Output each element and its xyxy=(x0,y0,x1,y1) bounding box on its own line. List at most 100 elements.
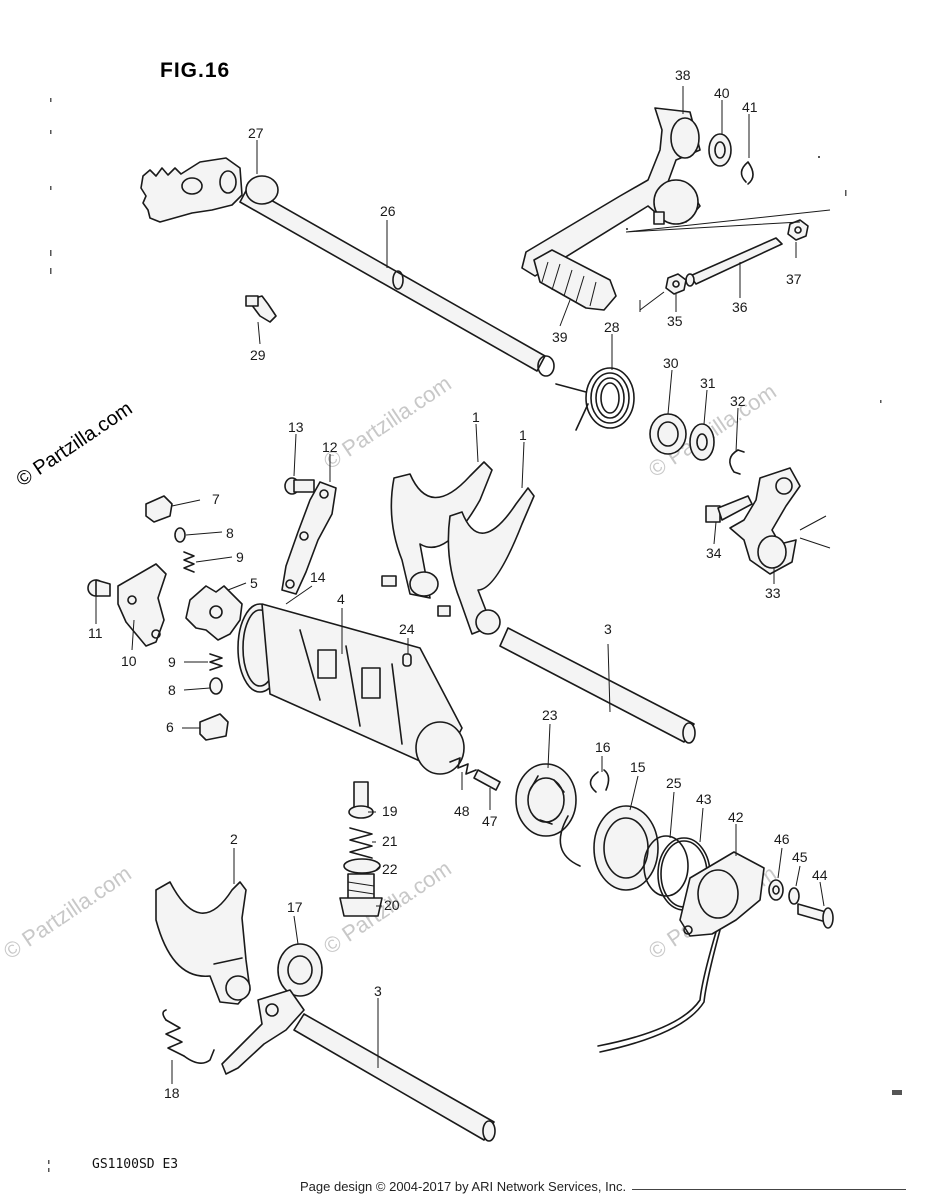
callout-34: 34 xyxy=(706,545,722,561)
callout-16: 16 xyxy=(595,739,611,755)
part-8-pin-upper xyxy=(174,527,186,543)
callout-2: 2 xyxy=(230,831,238,847)
part-33-gear-shift-arm xyxy=(729,467,801,575)
part-6-pin-block xyxy=(199,713,229,741)
part-29-bolt xyxy=(245,295,277,323)
callout-25: 25 xyxy=(666,775,682,791)
callout-32: 32 xyxy=(730,393,746,409)
leader-lines xyxy=(95,86,825,1084)
part-30-oil-seal xyxy=(649,413,687,455)
figure-label: FIG.16 xyxy=(160,59,230,82)
callout-1-b: 1 xyxy=(519,427,527,443)
callout-44: 44 xyxy=(812,867,828,883)
part-5-cam-driven-gear xyxy=(185,585,243,641)
part-19-bolt xyxy=(348,781,374,819)
callout-48: 48 xyxy=(454,803,470,819)
part-27-shift-sector xyxy=(140,157,243,223)
part-10-cam-guide xyxy=(117,563,167,647)
callout-26: 26 xyxy=(380,203,396,219)
footer-rule xyxy=(632,1189,906,1190)
callout-10: 10 xyxy=(121,653,137,669)
callout-3-lower: 3 xyxy=(374,983,382,999)
part-36-tie-rod xyxy=(685,237,783,287)
part-46-washer xyxy=(768,879,784,901)
watermark-faint-1: © Partzilla.com xyxy=(319,371,456,475)
callout-45: 45 xyxy=(792,849,808,865)
part-18-spring xyxy=(162,1009,215,1064)
part-3-fork-shaft-upper xyxy=(499,627,696,744)
watermark-main: © Partzilla.com xyxy=(12,398,136,492)
callout-46: 46 xyxy=(774,831,790,847)
part-40-washer xyxy=(708,133,732,167)
footer-copyright: Page design © 2004-2017 by ARI Network S… xyxy=(300,1179,627,1194)
watermark-faint-3: © Partzilla.com xyxy=(0,861,136,965)
part-31-washer xyxy=(689,423,715,461)
part-circlip-large xyxy=(559,815,581,867)
callout-23: 23 xyxy=(542,707,558,723)
part-20-bolt xyxy=(339,873,383,917)
callout-14: 14 xyxy=(310,569,326,585)
callout-6: 6 xyxy=(166,719,174,735)
callout-13: 13 xyxy=(288,419,304,435)
callout-33: 33 xyxy=(765,585,781,601)
page-footer: Page design © 2004-2017 by ARI Network S… xyxy=(0,1175,927,1200)
part-41-circlip xyxy=(740,161,754,185)
part-47-pin xyxy=(473,769,501,791)
part-23-shift-cam-stopper-plate xyxy=(515,763,577,837)
model-code: GS1100SD E3 xyxy=(92,1157,178,1172)
callout-12: 12 xyxy=(322,439,338,455)
callout-9-upper: 9 xyxy=(236,549,244,565)
part-17-gear-shift-cam-stopper xyxy=(221,943,323,1075)
callout-5: 5 xyxy=(250,575,258,591)
callout-27: 27 xyxy=(248,125,264,141)
callout-42: 42 xyxy=(728,809,744,825)
callout-7: 7 xyxy=(212,491,220,507)
callout-41: 41 xyxy=(742,99,758,115)
part-44-screw xyxy=(797,903,834,929)
part-26-gearshift-shaft xyxy=(239,175,555,377)
callout-29: 29 xyxy=(250,347,266,363)
callout-22: 22 xyxy=(382,861,398,877)
part-37-nut xyxy=(787,219,809,241)
callout-43: 43 xyxy=(696,791,712,807)
part-42-gear-position-switch xyxy=(597,851,765,1053)
callout-28: 28 xyxy=(604,319,620,335)
part-39-footrest-rubber xyxy=(533,249,617,311)
callout-36: 36 xyxy=(732,299,748,315)
callout-1-a: 1 xyxy=(472,409,480,425)
part-32-circlip xyxy=(729,449,745,475)
callout-40: 40 xyxy=(714,85,730,101)
callout-3-upper: 3 xyxy=(604,621,612,637)
callout-21: 21 xyxy=(382,833,398,849)
part-22-washer xyxy=(343,858,381,874)
part-4-gearshift-cam xyxy=(261,603,465,775)
callout-37: 37 xyxy=(786,271,802,287)
callout-4: 4 xyxy=(337,591,345,607)
callout-9-lower: 9 xyxy=(168,654,176,670)
part-11-screw xyxy=(87,579,111,597)
part-3-fork-shaft-lower xyxy=(293,1013,496,1142)
part-24-pin xyxy=(402,653,412,667)
part-1-gearshift-fork-b xyxy=(437,487,535,635)
callout-24: 24 xyxy=(399,621,415,637)
margin-specks xyxy=(48,98,902,1172)
callout-38: 38 xyxy=(675,67,691,83)
callout-15: 15 xyxy=(630,759,646,775)
callout-8-lower: 8 xyxy=(168,682,176,698)
part-38-gearshift-lever xyxy=(521,107,701,277)
part-13-screw xyxy=(284,477,315,495)
part-12-cam-driven-stopper xyxy=(281,481,337,595)
part-9-spring-lower xyxy=(209,653,223,671)
callout-35: 35 xyxy=(667,313,683,329)
callout-17: 17 xyxy=(287,899,303,915)
callout-labels: 38 40 41 27 26 37 36 35 39 28 29 30 31 3… xyxy=(88,67,828,1101)
part-48-spring xyxy=(449,757,477,775)
callout-20: 20 xyxy=(384,897,400,913)
part-35-nut xyxy=(665,273,687,295)
part-7-pin-block xyxy=(145,495,173,523)
part-45-lock-washer xyxy=(788,887,800,905)
callout-30: 30 xyxy=(663,355,679,371)
part-8-pin-lower xyxy=(209,677,223,695)
part-9-spring-upper xyxy=(183,551,195,573)
